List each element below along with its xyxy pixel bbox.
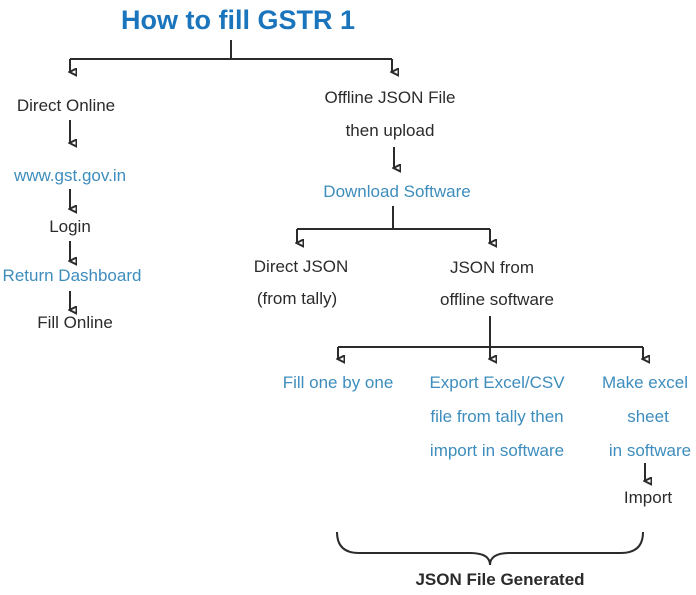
node-export-line3: import in software: [429, 441, 565, 460]
node-return-dashboard: Return Dashboard: [2, 266, 142, 285]
node-direct-online: Direct Online: [16, 96, 116, 115]
node-make-excel-line3: in software: [608, 441, 692, 460]
node-direct-json-line2: (from tally): [256, 289, 338, 308]
node-website-link: www.gst.gov.in: [13, 166, 127, 185]
node-offline-json-line2: then upload: [345, 121, 435, 140]
node-import: Import: [623, 488, 673, 507]
node-export-line2: file from tally then: [430, 407, 564, 426]
node-offline-json-line1: Offline JSON File: [324, 88, 456, 107]
node-fill-online: Fill Online: [37, 313, 113, 332]
page-title: How to fill GSTR 1: [121, 5, 355, 35]
node-json-from-line1: JSON from: [449, 258, 535, 277]
node-direct-json-line1: Direct JSON: [253, 257, 349, 276]
node-make-excel-line2: sheet: [627, 407, 669, 426]
node-download-software: Download Software: [323, 182, 471, 201]
node-fill-one-by-one: Fill one by one: [282, 373, 394, 392]
node-make-excel-line1: Make excel: [602, 373, 688, 392]
node-json-from-line2: offline software: [439, 290, 555, 309]
curly-brace: [336, 531, 644, 566]
node-login: Login: [49, 217, 91, 236]
node-export-line1: Export Excel/CSV: [429, 373, 565, 392]
result-label: JSON File Generated: [415, 570, 585, 589]
